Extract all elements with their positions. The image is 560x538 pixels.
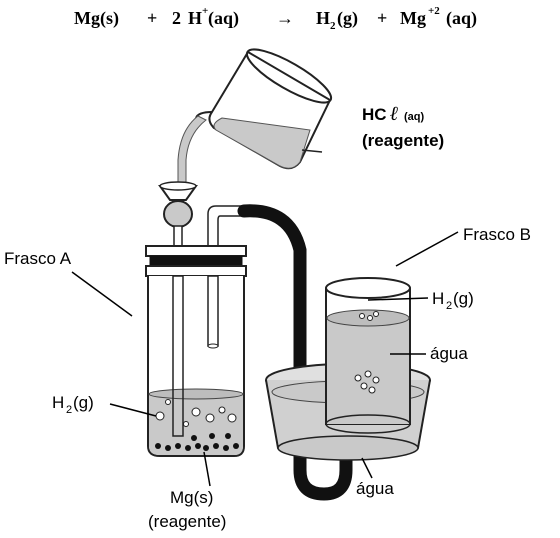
hcl-state: (aq) [404,111,425,123]
eq-hydrogen-state: (aq) [208,8,239,29]
leader-lines [71,231,459,487]
eq-plus-1: + [147,8,157,28]
eq-arrow: → [276,8,294,28]
eq-product-h-sub: 2 [330,20,336,32]
hcl-role: (reagente) [362,131,444,150]
h2-a-state: (g) [73,393,94,412]
eq-product-mg-state: (aq) [446,8,477,29]
mg-role: (reagente) [148,512,226,531]
frasco-b-basin [265,277,431,461]
hcl-ell: ℓ [390,101,399,125]
eq-coefficient: 2 [172,8,181,28]
h2-b-label: H [432,289,444,308]
eq-product-mg-charge: +2 [428,5,440,17]
eq-product-h-state: (g) [337,8,358,29]
mg-label: Mg(s) [170,488,213,507]
eq-hydrogen-charge: + [202,5,208,17]
h2-b-sub: 2 [446,300,452,312]
eq-product-mg: Mg [400,8,426,28]
hcl-formula: HC [362,105,387,124]
chemical-equation: Mg(s) + 2 H + (aq) → H 2 (g) + Mg +2 (aq… [74,5,477,32]
diagram-labels: Frasco A Frasco B H 2 (g) água H 2 (g) M… [4,225,531,531]
eq-hydrogen-ion: H [188,8,202,28]
frasco-a-label: Frasco A [4,249,72,268]
h2-a-sub: 2 [66,404,72,416]
agua-bottom-label: água [356,479,394,498]
eq-plus-2: + [377,8,387,28]
hcl-beaker [177,48,333,187]
eq-product-h: H [316,8,330,28]
eq-reactant-mg: Mg(s) [74,8,119,29]
hcl-label: HC ℓ (aq) (reagente) [362,101,444,150]
h2-b-state: (g) [453,289,474,308]
frasco-a [145,181,247,457]
h2-a-label: H [52,393,64,412]
agua-b-label: água [430,344,468,363]
frasco-b-label: Frasco B [463,225,531,244]
